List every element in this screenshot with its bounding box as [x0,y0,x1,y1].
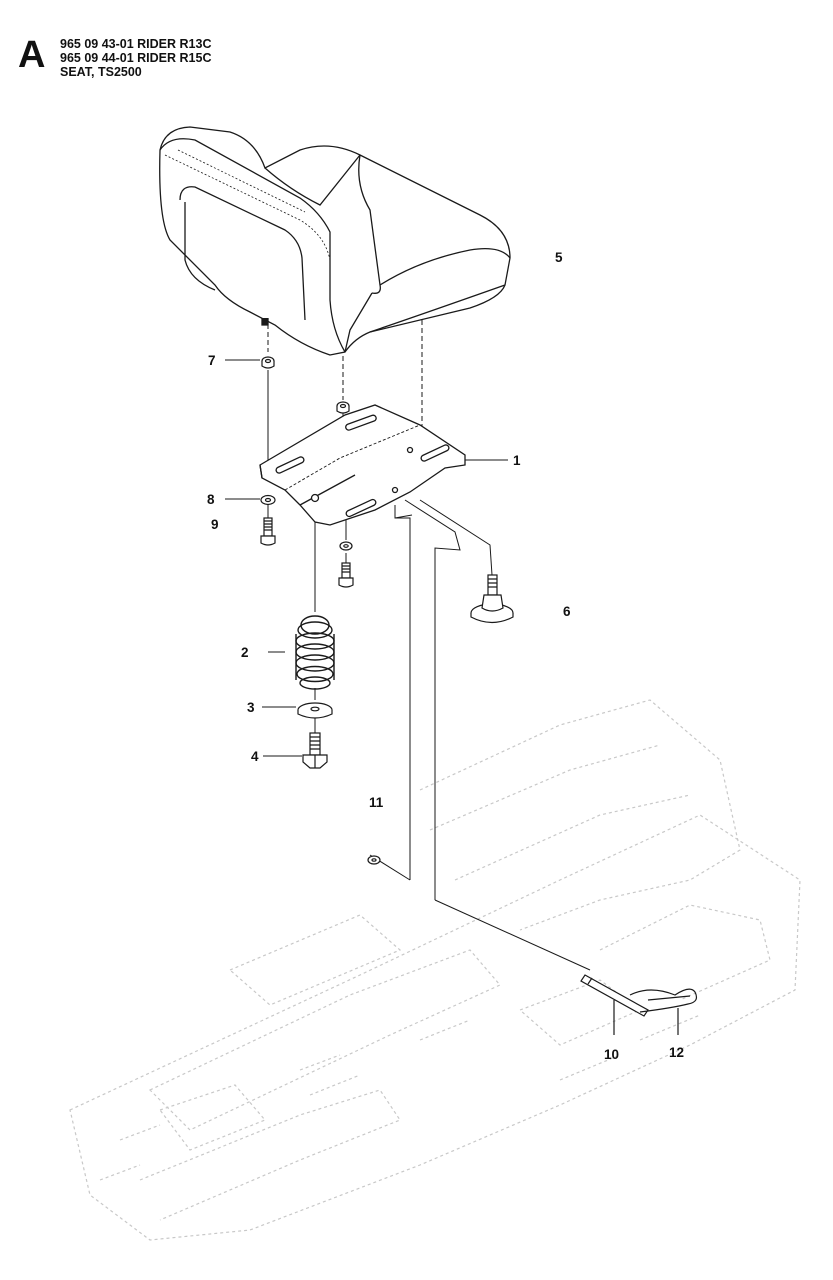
section-letter: A [18,34,46,76]
model-line-r13c: 965 09 43-01 RIDER R13C [60,37,212,51]
spring-washer-part [297,702,333,719]
callout-10: 10 [604,1047,620,1062]
callout-2: 2 [241,645,249,660]
callout-leaders [225,359,508,757]
seat-plate-part [259,404,466,526]
assembly-title: SEAT, TS2500 [60,65,142,79]
callout-11: 11 [369,795,384,810]
flange-bolt-part [302,732,328,769]
pin-and-clip-parts [580,974,698,1035]
spring-part [295,615,335,690]
callout-5: 5 [555,250,563,265]
callout-12: 12 [669,1045,685,1060]
callout-1: 1 [513,453,521,468]
callout-7: 7 [208,353,216,368]
callout-6: 6 [563,604,571,619]
model-line-r15c: 965 09 44-01 RIDER R15C [60,51,212,65]
callout-4: 4 [251,749,259,764]
seat-part [159,126,511,356]
callout-3: 3 [247,700,255,715]
ghost-tractor-frame [69,699,801,1241]
header-lines: 965 09 43-01 RIDER R13C 965 09 44-01 RID… [60,37,360,79]
callout-8: 8 [207,492,215,507]
adjustment-knob-part [470,574,514,624]
explosion-lines [267,228,591,971]
fasteners [260,356,381,865]
callout-9: 9 [211,517,219,532]
